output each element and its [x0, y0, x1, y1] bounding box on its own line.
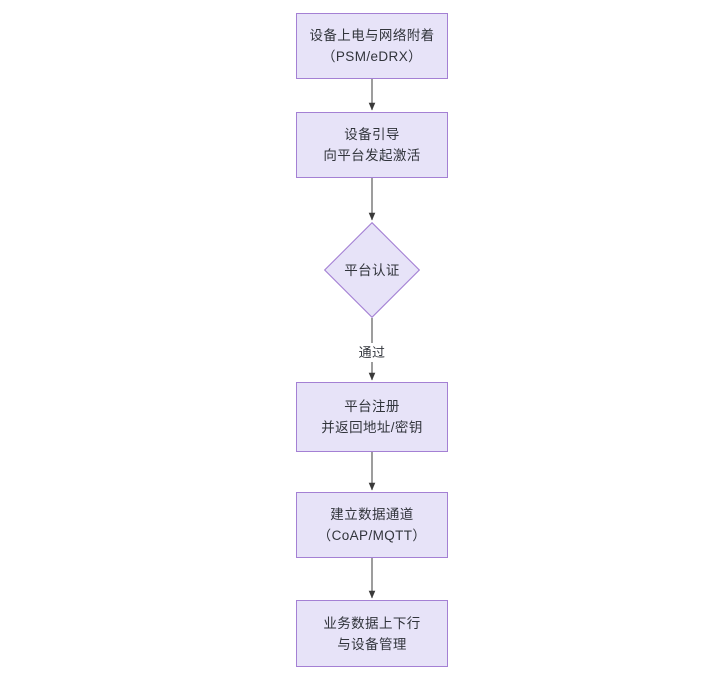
node-establish-data-channel[interactable]: 建立数据通道 （CoAP/MQTT）: [296, 492, 448, 558]
node-label-line-1: 平台认证: [344, 262, 400, 278]
node-label-line-2: 与设备管理: [337, 636, 407, 652]
node-label-line-2: 向平台发起激活: [323, 148, 421, 163]
node-device-power-on[interactable]: 设备上电与网络附着 （PSM/eDRX）: [296, 13, 448, 79]
diamond-shape-icon: [324, 222, 420, 318]
edge-label-pass: 通过: [356, 343, 388, 362]
node-platform-registration[interactable]: 平台注册 并返回地址/密钥: [296, 382, 448, 452]
node-platform-authentication[interactable]: 平台认证: [324, 222, 420, 318]
node-label-line-1: 设备引导: [344, 127, 400, 142]
node-label-line-1: 建立数据通道: [330, 507, 414, 522]
node-label-line-1: 设备上电与网络附着: [309, 28, 435, 43]
node-label-line-2: （CoAP/MQTT）: [317, 528, 427, 543]
node-business-data-and-device-management[interactable]: 业务数据上下行 与设备管理: [296, 600, 448, 667]
node-label-line-1: 业务数据上下行: [323, 615, 421, 631]
node-label-line-2: 并返回地址/密钥: [321, 420, 423, 435]
node-device-bootstrap[interactable]: 设备引导 向平台发起激活: [296, 112, 448, 178]
node-label-line-1: 平台注册: [344, 399, 400, 414]
node-label-line-2: （PSM/eDRX）: [321, 49, 423, 64]
